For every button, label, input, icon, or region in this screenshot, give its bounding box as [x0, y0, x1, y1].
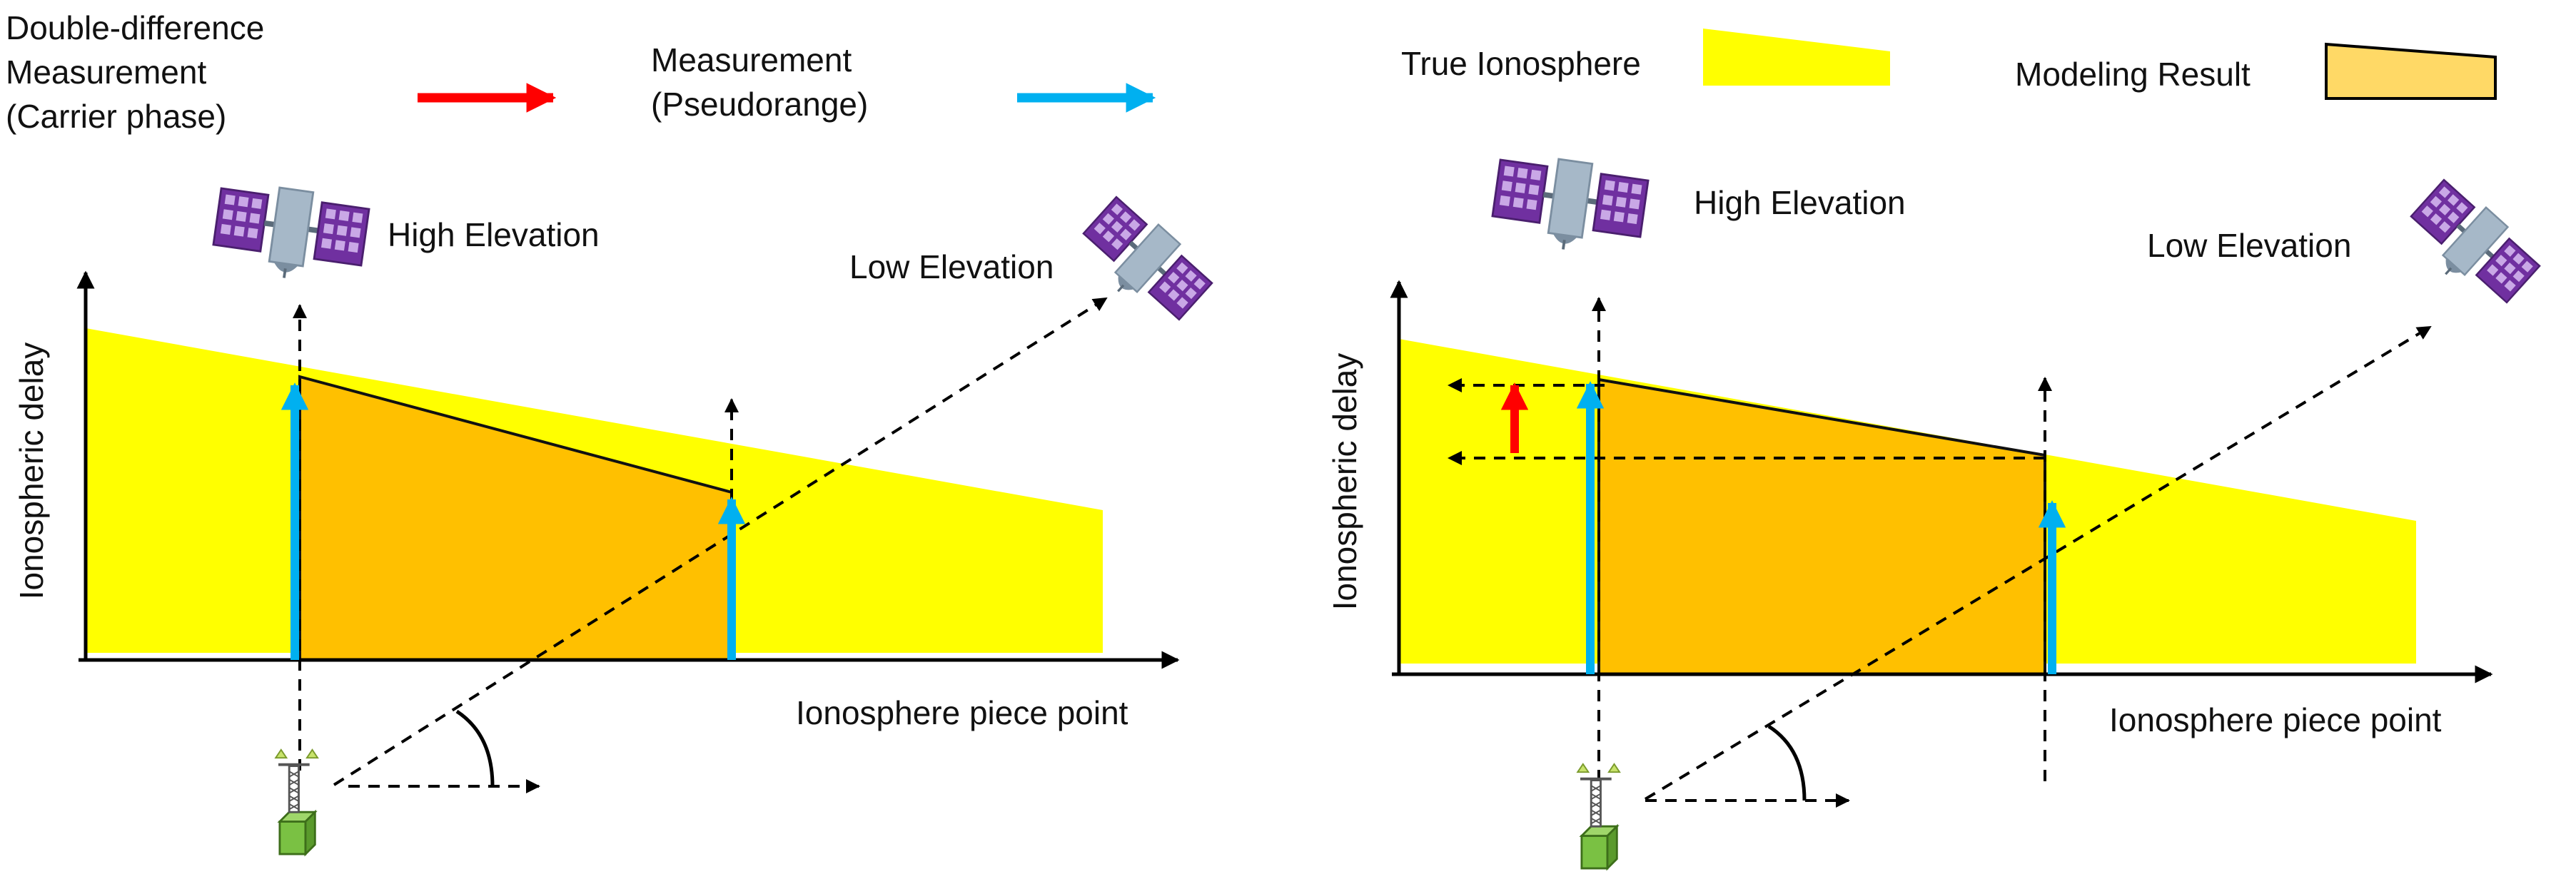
legend-true-ionosphere-swatch [1703, 29, 1890, 86]
legend-modeling-result-swatch [2325, 42, 2497, 100]
satellite-icon [1069, 190, 1218, 336]
left-high-satellite [208, 178, 372, 290]
left-high-elevation-label: High Elevation [388, 216, 600, 253]
legend: Double-difference Measurement (Carrier p… [6, 9, 2497, 135]
right-high-elevation-label: High Elevation [1694, 184, 1906, 221]
legend-double-difference-line2: Measurement [6, 54, 206, 91]
right-high-satellite [1487, 149, 1651, 261]
gnss-receiver-icon [1576, 762, 1622, 870]
right-x-axis-label: Ionosphere piece point [2109, 701, 2442, 738]
right-elevation-angle-arc [1767, 724, 1807, 801]
right-low-satellite [2396, 173, 2546, 319]
right-low-elevation-label: Low Elevation [2147, 227, 2351, 264]
right-receiver [1576, 762, 1622, 870]
satellite-icon [2396, 173, 2546, 319]
legend-measurement-line2: (Pseudorange) [651, 86, 868, 123]
legend-measurement-line1: Measurement [651, 41, 852, 78]
right-y-axis-label: Ionospheric delay [1326, 353, 1363, 611]
left-panel: Ionospheric delay Ionosphere piece point… [13, 178, 1218, 855]
legend-modeling-result-label: Modeling Result [2015, 56, 2251, 93]
left-low-satellite [1069, 190, 1218, 336]
left-low-elevation-ray [333, 297, 1108, 786]
left-receiver [274, 748, 320, 855]
right-low-elevation-ray [1644, 325, 2432, 801]
satellite-icon [208, 178, 372, 290]
right-model-area [1597, 377, 2046, 676]
left-elevation-angle-arc [455, 709, 495, 787]
gnss-receiver-icon [274, 748, 320, 855]
left-x-axis-label: Ionosphere piece point [796, 694, 1128, 731]
legend-double-difference-line3: (Carrier phase) [6, 98, 226, 135]
right-panel: Ionospheric delay Ionosphere piece point… [1326, 149, 2546, 870]
legend-double-difference-line1: Double-difference [6, 9, 264, 46]
legend-true-ionosphere-label: True Ionosphere [1401, 45, 1641, 82]
left-y-axis-label: Ionospheric delay [13, 342, 50, 600]
satellite-icon [1487, 149, 1651, 261]
left-low-elevation-label: Low Elevation [849, 248, 1054, 285]
